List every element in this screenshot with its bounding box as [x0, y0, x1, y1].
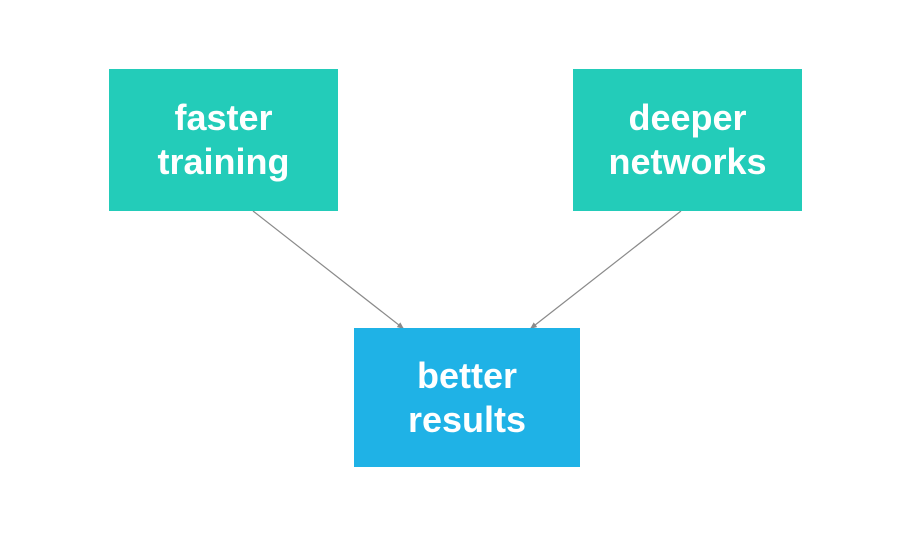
- node-label-line: faster: [174, 97, 273, 138]
- node-label-line: better: [416, 354, 518, 396]
- node-better-results: better results: [354, 328, 580, 467]
- node-faster-training: faster training: [109, 69, 338, 211]
- node-label-line: results: [407, 398, 527, 440]
- node-deeper-networks: deeper networks: [573, 69, 802, 211]
- node-label-line: training: [157, 141, 290, 182]
- edge-faster-to-better: [252, 210, 405, 330]
- node-label-line: deeper: [628, 97, 747, 138]
- edge-deeper-to-better: [529, 210, 682, 330]
- node-label-line: networks: [608, 141, 767, 182]
